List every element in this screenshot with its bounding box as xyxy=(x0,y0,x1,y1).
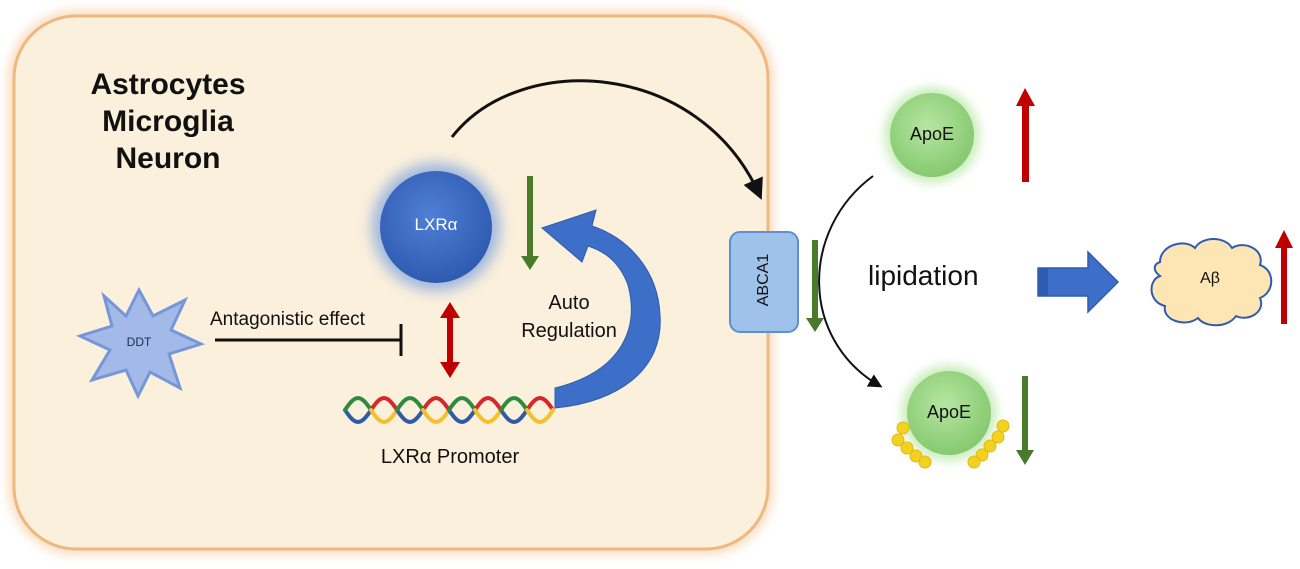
cell-type-title: Astrocytes Microglia Neuron xyxy=(80,66,256,177)
apoe-bottom-down-arrow xyxy=(1016,376,1034,465)
lipidation-label: lipidation xyxy=(868,260,979,291)
apoe-top-up-arrow xyxy=(1016,88,1035,182)
ddt-star xyxy=(75,286,206,400)
promoter-label: LXRα Promoter xyxy=(380,446,520,468)
apoe-bottom-label: ApoE xyxy=(926,402,972,422)
dna-strand-segment xyxy=(499,396,529,412)
lxr-node xyxy=(372,163,500,291)
dna-strand-segment xyxy=(369,396,399,412)
auto-regulation-label: Auto Regulation xyxy=(497,289,641,345)
cell-title-neuron: Neuron xyxy=(115,142,221,175)
lipid-droplets xyxy=(891,419,1010,469)
abca1-box xyxy=(729,231,799,333)
dna-strand-segment xyxy=(473,408,503,424)
dna-strand-segment xyxy=(447,408,477,424)
dna-strand-segment xyxy=(343,396,373,412)
lxr-down-arrow xyxy=(521,176,539,270)
dna-strand-segment xyxy=(343,408,373,424)
auto-regulation-arrow xyxy=(541,209,661,409)
lxr-to-abca1-arrow xyxy=(450,79,763,200)
lipidation-curve xyxy=(818,175,883,388)
dna-strand-segment xyxy=(525,396,555,412)
abeta-label: Aβ xyxy=(1200,270,1220,287)
cell-title-microglia: Microglia xyxy=(102,105,234,138)
apoe-top-node xyxy=(884,87,980,183)
dna-strand-segment xyxy=(421,396,451,412)
dna-helix xyxy=(343,396,555,424)
dna-strand-segment xyxy=(473,396,503,412)
ddt-label: DDT xyxy=(126,335,152,349)
abca1-down-arrow xyxy=(806,240,824,332)
regulation-label: Regulation xyxy=(521,320,617,342)
dna-strand-segment xyxy=(421,408,451,424)
dna-strand-segment xyxy=(395,396,425,412)
lxr-label: LXRα xyxy=(414,215,458,234)
apoe-bottom-node xyxy=(891,365,1010,469)
cell-body xyxy=(8,10,774,555)
lipidation-result-arrow xyxy=(1037,250,1120,314)
apoe-top-label: ApoE xyxy=(909,124,955,144)
abeta-up-arrow xyxy=(1275,230,1293,324)
dna-strand-segment xyxy=(369,408,399,424)
antagonistic-inhibition-line xyxy=(215,324,403,356)
lxr-promoter-double-arrow xyxy=(440,302,460,378)
auto-label: Auto xyxy=(548,292,590,314)
abca1-label: ABCA1 xyxy=(755,253,772,307)
cell-title-astrocytes: Astrocytes xyxy=(90,68,246,101)
dna-strand-segment xyxy=(525,408,555,424)
antagonistic-label: Antagonistic effect xyxy=(210,309,365,330)
dna-strand-segment xyxy=(395,408,425,424)
abeta-cloud xyxy=(1150,238,1273,327)
dna-strand-segment xyxy=(499,408,529,424)
dna-strand-segment xyxy=(447,396,477,412)
